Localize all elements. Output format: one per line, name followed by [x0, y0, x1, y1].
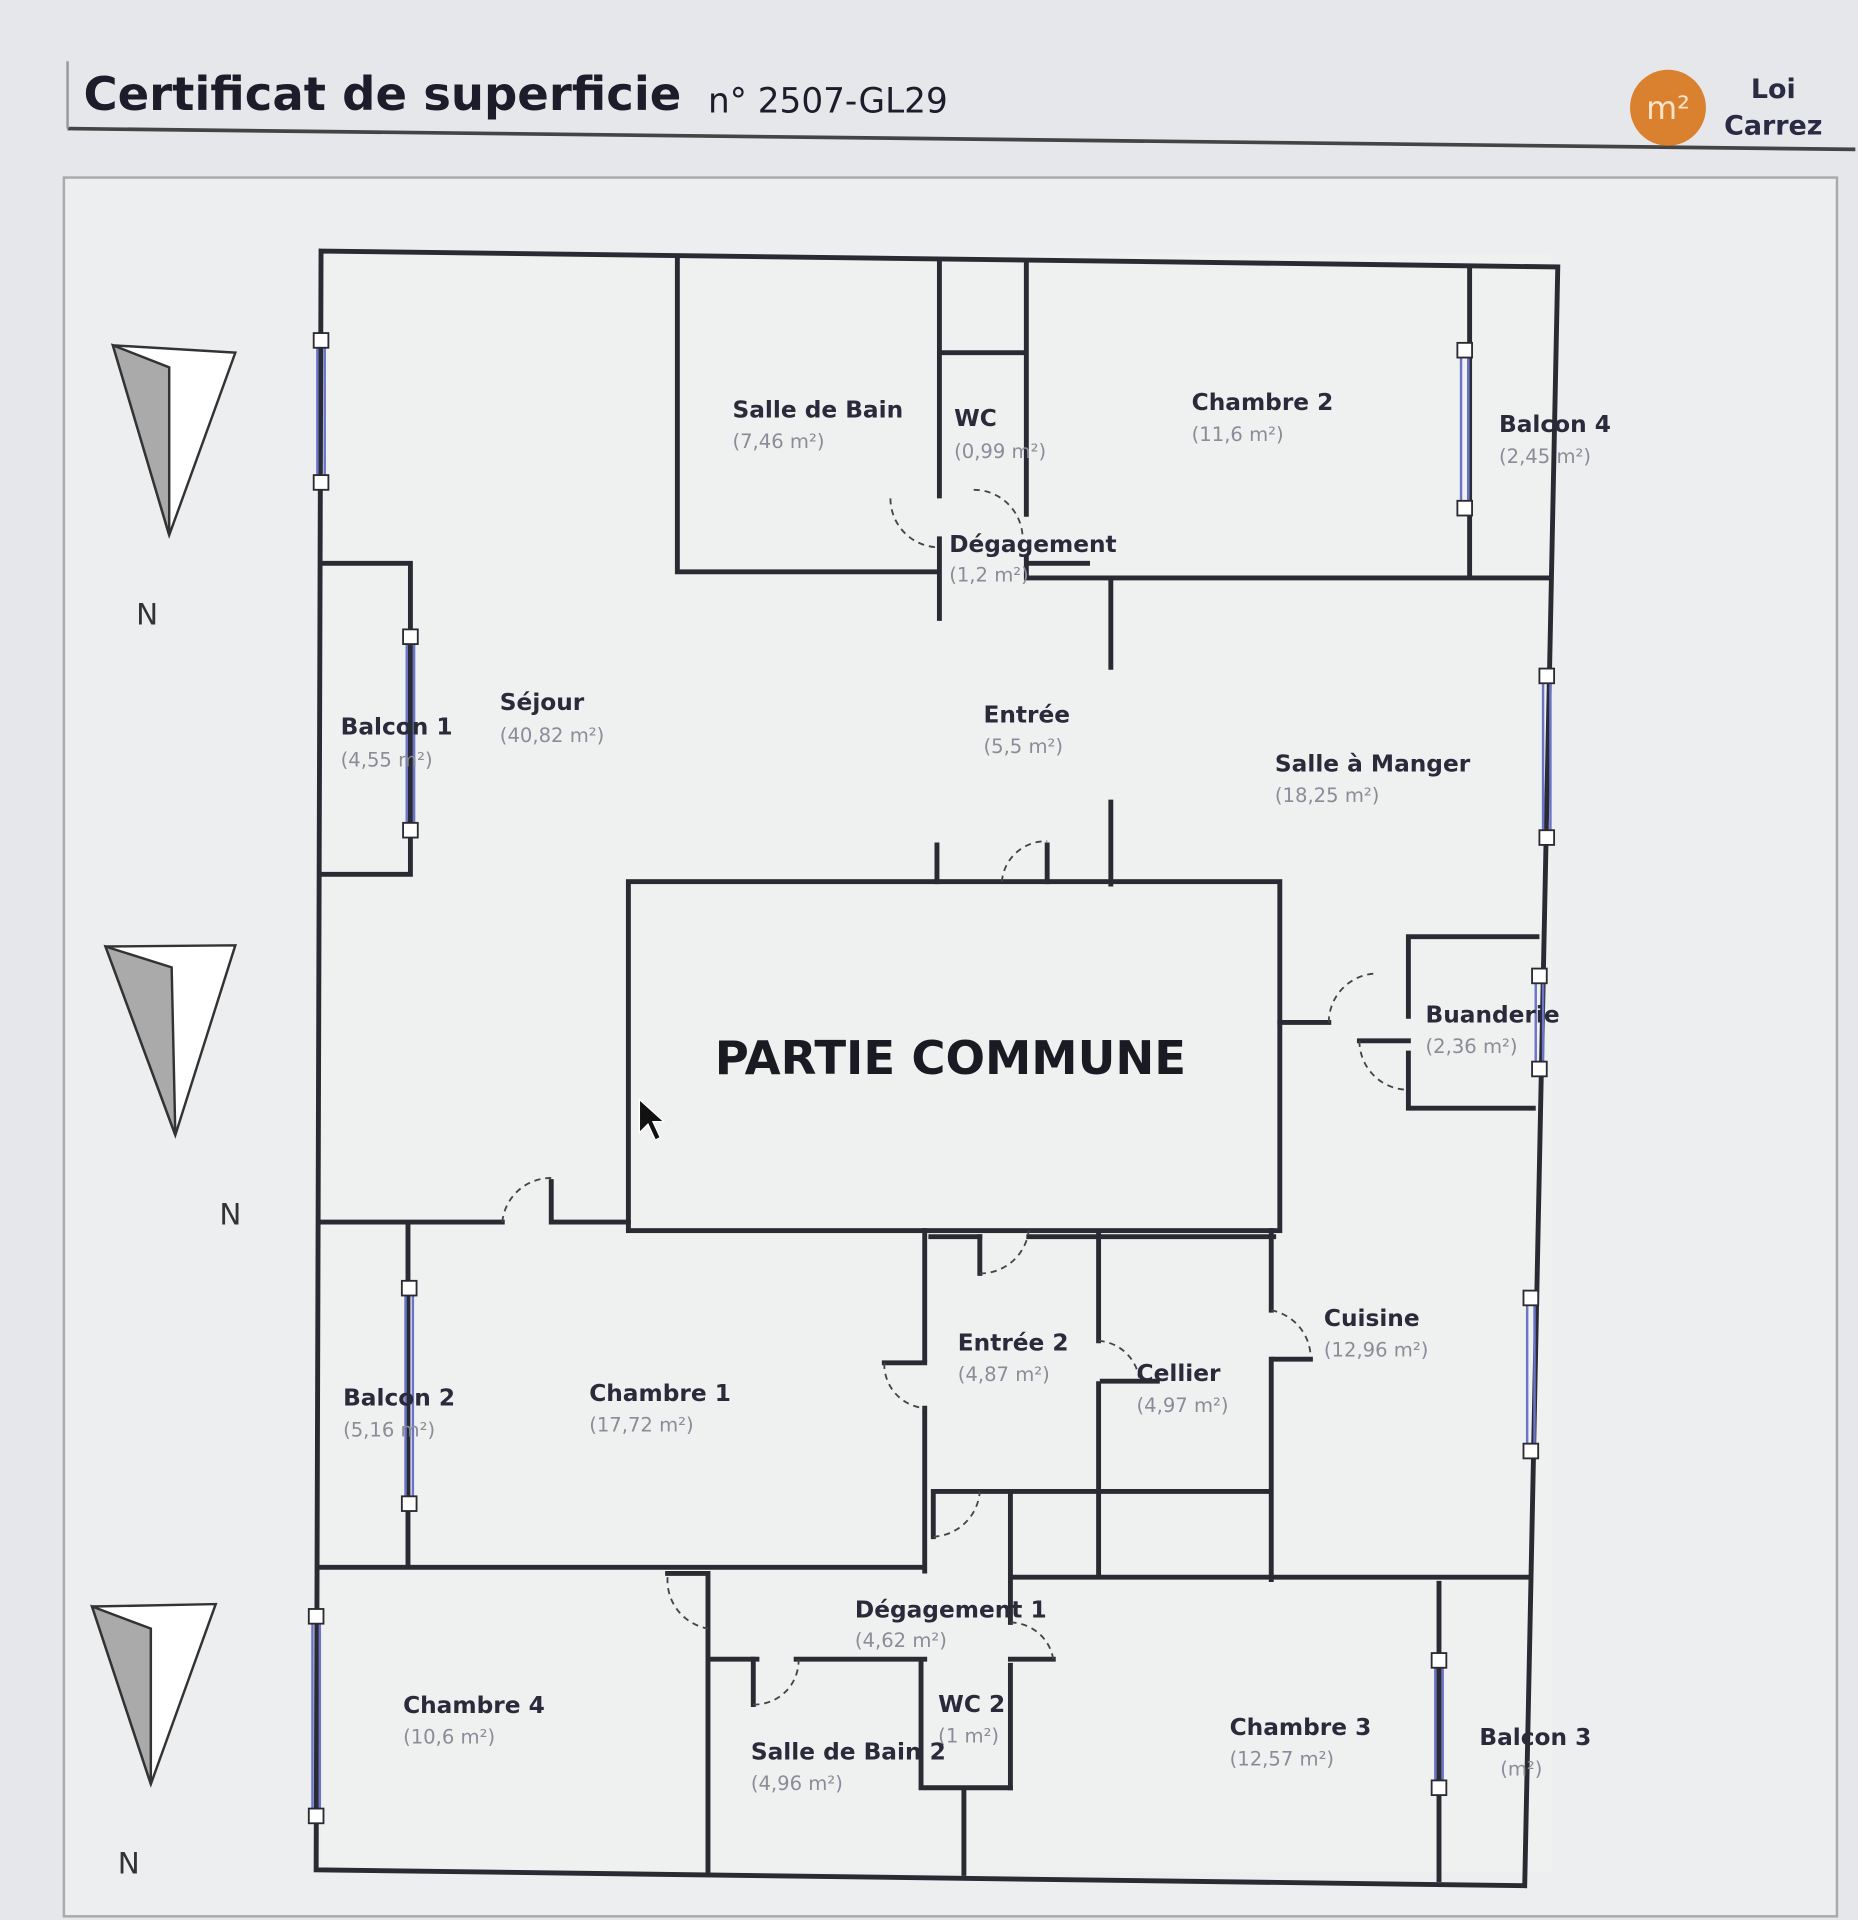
room-name: Balcon 3	[1479, 1724, 1591, 1751]
room-name: Cellier	[1137, 1360, 1222, 1387]
room-area: (40,82 m²)	[500, 724, 604, 747]
room-name: Dégagement 1	[855, 1597, 1047, 1624]
room-area: (5,5 m²)	[983, 735, 1063, 758]
room-area: (4,62 m²)	[855, 1629, 947, 1652]
common-area-block	[625, 879, 1283, 1234]
room-name: Balcon 1	[341, 714, 453, 741]
room-area: (12,96 m²)	[1324, 1339, 1428, 1362]
room-name: Séjour	[500, 689, 585, 716]
room-name: Chambre 1	[589, 1380, 731, 1407]
room-area: (4,87 m²)	[958, 1363, 1050, 1386]
certificate-title: Certificat de superficie	[83, 67, 681, 121]
room-labels: Salle de Bain (7,46 m²) WC (0,99 m²) Cha…	[341, 389, 1611, 1795]
room-name: Dégagement	[949, 531, 1116, 558]
walls	[313, 248, 1561, 1889]
room-name: Salle de Bain	[732, 397, 903, 424]
badge-line1: Loi	[1751, 74, 1796, 105]
compass-icon: N	[110, 343, 238, 631]
room-name: Balcon 4	[1499, 411, 1611, 438]
room-name: Entrée	[983, 701, 1070, 728]
room-name: Entrée 2	[958, 1330, 1069, 1357]
room-area: (4,96 m²)	[751, 1772, 843, 1795]
room-area: (1,2 m²)	[949, 564, 1029, 587]
north-label: N	[118, 1846, 140, 1880]
loi-carrez-logo-icon	[1630, 69, 1706, 146]
windows	[307, 332, 1556, 1825]
badge-line2: Carrez	[1724, 111, 1822, 142]
door-swings	[501, 488, 1409, 1706]
north-label: N	[219, 1197, 241, 1231]
room-area: (5,16 m²)	[343, 1418, 435, 1441]
room-name: Salle à Manger	[1275, 750, 1471, 777]
room-area: (11,6 m²)	[1192, 423, 1284, 446]
logo-text: m²	[1646, 89, 1690, 127]
room-area: (2,45 m²)	[1499, 445, 1591, 468]
room-area: (0,99 m²)	[954, 440, 1046, 463]
compass-icon: N	[90, 1602, 218, 1880]
room-area: (2,36 m²)	[1426, 1035, 1518, 1058]
room-name: WC 2	[938, 1691, 1005, 1718]
room-area: (4,55 m²)	[341, 749, 433, 772]
room-area: (12,57 m²)	[1230, 1748, 1334, 1771]
header-rule	[67, 126, 1856, 152]
room-name: Chambre 4	[403, 1692, 545, 1719]
certificate-number: n° 2507-GL29	[708, 82, 948, 122]
room-area: (1 m²)	[938, 1724, 999, 1747]
compass-icon: N	[103, 944, 241, 1231]
room-name: Balcon 2	[343, 1385, 455, 1412]
north-label: N	[136, 597, 158, 631]
room-area: (4,97 m²)	[1137, 1394, 1229, 1417]
room-area: (17,72 m²)	[589, 1413, 693, 1436]
room-name: Chambre 2	[1192, 389, 1334, 416]
room-area: (10,6 m²)	[403, 1726, 495, 1749]
room-name: Buanderie	[1426, 1001, 1560, 1028]
room-name: Salle de Bain 2	[751, 1739, 946, 1766]
room-area: (m²)	[1500, 1758, 1542, 1781]
room-name: Cuisine	[1324, 1305, 1420, 1332]
room-area: (18,25 m²)	[1275, 784, 1379, 807]
room-area: (7,46 m²)	[732, 430, 824, 453]
mouse-cursor-icon	[638, 1098, 666, 1141]
room-name: Chambre 3	[1230, 1714, 1372, 1741]
room-name: WC	[954, 405, 997, 432]
common-area-label: PARTIE COMMUNE	[715, 1031, 1186, 1085]
